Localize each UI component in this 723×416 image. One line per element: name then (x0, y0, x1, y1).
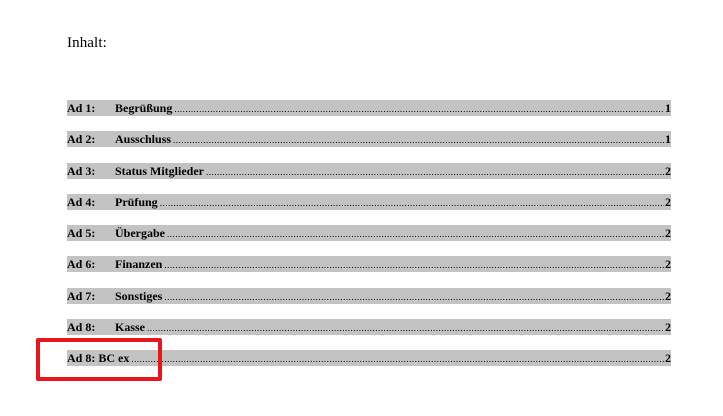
toc-entry[interactable]: Ad 2: Ausschluss 1 (67, 131, 671, 148)
toc-heading: Inhalt: (67, 35, 107, 51)
toc-dot-leader (164, 289, 664, 304)
highlight-annotation-box (36, 338, 162, 381)
toc-entry-title: Status Mitglieder (115, 163, 204, 178)
toc-entry-page: 2 (665, 226, 671, 241)
toc-entry-number: Ad 8: (67, 320, 96, 335)
toc-entry-page: 2 (665, 194, 671, 209)
toc-entry-number: Ad 5: (67, 226, 96, 241)
toc-entry-number: Ad 3: (67, 163, 96, 178)
toc-entry[interactable]: Ad 4: Prüfung 2 (67, 193, 671, 210)
toc-entry-title: Übergabe (115, 226, 165, 241)
toc-dot-leader (164, 257, 664, 272)
toc-entry-title: Prüfung (115, 194, 158, 209)
toc-dot-leader (160, 195, 664, 210)
toc-entry-number: Ad 7: (67, 288, 96, 303)
toc-entry-title: Kasse (115, 320, 145, 335)
toc-entry-page: 2 (665, 257, 671, 272)
toc-entry-page: 2 (665, 288, 671, 303)
toc-entry-page: 2 (665, 163, 671, 178)
toc-entry[interactable]: Ad 7: Sonstiges 2 (67, 287, 671, 304)
toc-entry-page: 1 (665, 132, 671, 147)
toc-dot-leader (206, 164, 664, 179)
toc-entry-highlighted[interactable]: Ad 8: BC ex 2 (67, 350, 671, 367)
toc-entry-page: 1 (665, 101, 671, 115)
toc-dot-leader (147, 320, 664, 335)
toc-entry-number: Ad 2: (67, 132, 96, 147)
toc-entry-number: Ad 6: (67, 257, 96, 272)
toc-entry[interactable]: Ad 5: Übergabe 2 (67, 225, 671, 242)
toc-entry-number: Ad 4: (67, 194, 96, 209)
toc-dot-leader (131, 351, 664, 366)
toc-entry-number: Ad 1: (67, 101, 96, 115)
toc-entry-title: Begrüßung (115, 101, 173, 115)
toc-dot-leader (174, 101, 664, 116)
toc-dot-leader (167, 226, 664, 241)
toc-dot-leader (173, 132, 664, 147)
toc-entry[interactable]: Ad 6: Finanzen 2 (67, 256, 671, 273)
toc-entry-page: 2 (665, 320, 671, 335)
toc-entry-title: Ad 8: BC ex (67, 351, 130, 366)
toc-entry-page: 2 (665, 351, 671, 366)
toc-entry-title: Finanzen (115, 257, 163, 272)
toc-entry[interactable]: Ad 1: Begrüßung 1 (67, 100, 671, 116)
table-of-contents: Ad 1: Begrüßung 1 Ad 2: Ausschluss 1 Ad … (67, 100, 671, 382)
toc-entry[interactable]: Ad 8: Kasse 2 (67, 319, 671, 336)
toc-entry-title: Ausschluss (115, 132, 172, 147)
toc-entry[interactable]: Ad 3: Status Mitglieder 2 (67, 162, 671, 179)
toc-entry-title: Sonstiges (115, 288, 163, 303)
